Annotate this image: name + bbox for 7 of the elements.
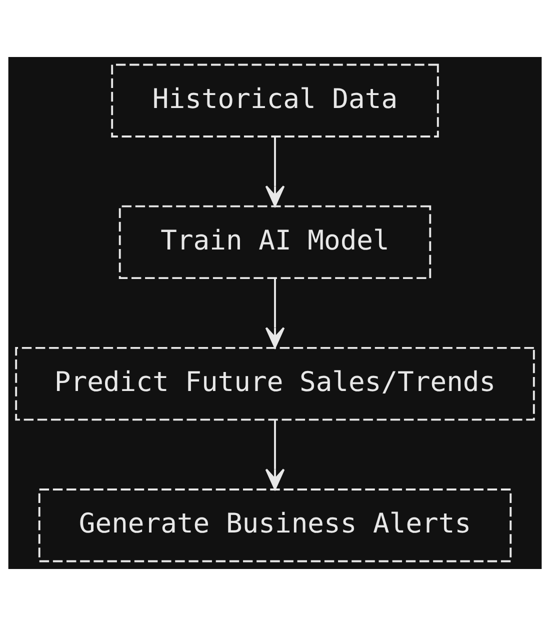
node-box: Train AI Model [118,204,432,279]
arrow [265,419,285,490]
node-box: Generate Business Alerts [38,488,512,562]
node-box: Historical Data [111,63,439,137]
node-box: Predict Future Sales/Trends [15,346,535,420]
arrow [265,136,285,206]
arrow [265,278,285,348]
